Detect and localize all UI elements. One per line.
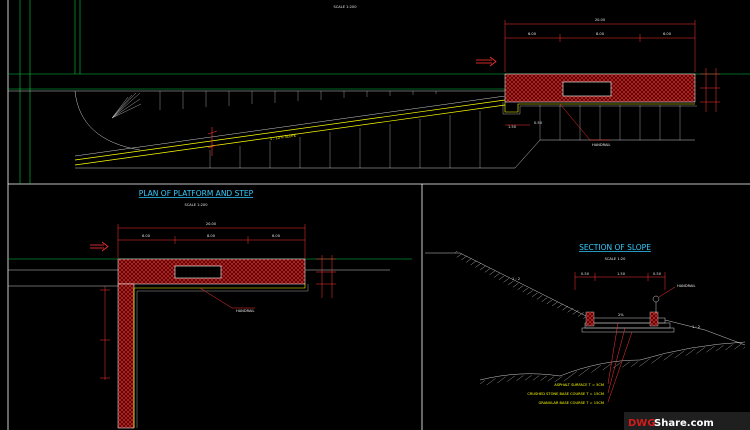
section-slope: SECTION OF SLOPE SCALE 1:20 0.50 1.50 0.… xyxy=(425,243,746,405)
platform-dim-part-3: 6.00 xyxy=(272,234,281,238)
platform-plan: PLAN OF PLATFORM AND STEP SCALE 1:200 20… xyxy=(8,189,412,429)
platform-scale-label: SCALE 1:200 xyxy=(184,203,208,207)
platform-direction-arrow xyxy=(90,241,109,252)
section-dim-2: 1.50 xyxy=(617,272,626,276)
handrail-symbol xyxy=(652,295,660,314)
top-platform-opening xyxy=(562,81,612,97)
layer-asphalt: ASPHALT SURFACE T = 5CM xyxy=(554,383,604,387)
section-dim-1: 0.50 xyxy=(581,272,590,276)
top-scale-label: SCALE 1:200 xyxy=(333,5,357,9)
watermark: DWG Share.com xyxy=(624,412,750,430)
slope-label: 1 : 12% SLOPE xyxy=(270,133,297,141)
top-dim-part-2: 8.00 xyxy=(596,32,605,36)
top-small-dim-2: 0.50 xyxy=(534,121,543,125)
platform-opening xyxy=(174,265,222,279)
platform-handrail-label: HANDRAIL xyxy=(236,309,255,313)
top-plan: SCALE 1:200 xyxy=(8,0,750,184)
top-dim-part-1: 6.00 xyxy=(528,32,537,36)
top-direction-arrow xyxy=(476,56,497,67)
slope-ratio-right: 1 : 2 xyxy=(692,325,700,329)
section-slope-note: 2% xyxy=(618,313,624,317)
platform-dim-total: 20.00 xyxy=(206,222,217,226)
layer-granular: GRANULAR BASE COURSE T = 15CM xyxy=(538,401,604,405)
watermark-dwg: DWG xyxy=(628,418,656,429)
curb-right xyxy=(649,311,659,327)
layer-crushed-stone: CRUSHED STONE BASE COURSE T = 15CM xyxy=(527,392,604,396)
platform-dim-part-2: 8.00 xyxy=(207,234,216,238)
platform-dim-part-1: 6.00 xyxy=(142,234,151,238)
platform-plan-title: PLAN OF PLATFORM AND STEP xyxy=(139,189,254,198)
top-small-dim-1: 1.50 xyxy=(508,125,517,129)
section-title: SECTION OF SLOPE xyxy=(579,243,651,252)
top-dim-total: 20.00 xyxy=(595,18,606,22)
step-hatch xyxy=(117,283,135,429)
top-dim-part-3: 6.00 xyxy=(663,32,672,36)
top-handrail-label: HANDRAIL xyxy=(592,143,611,147)
curb-left xyxy=(585,311,595,327)
sheet-frame xyxy=(7,0,750,430)
section-scale-label: SCALE 1:20 xyxy=(605,257,626,261)
section-dim-3: 0.50 xyxy=(653,272,662,276)
section-handrail-label: HANDRAIL xyxy=(677,284,696,288)
watermark-share: Share.com xyxy=(654,418,714,429)
slope-ratio-left: 1 : 2 xyxy=(512,277,520,281)
